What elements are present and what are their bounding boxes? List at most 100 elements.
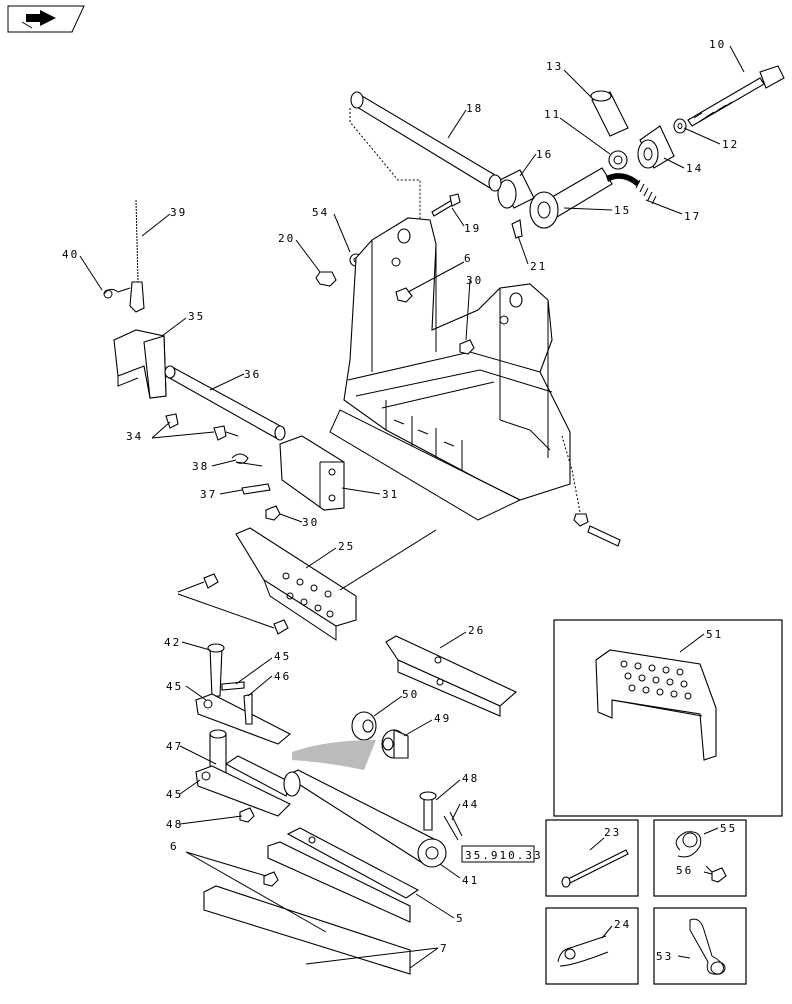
callout-21: 21 — [530, 260, 547, 273]
callout-48-a: 48 — [462, 772, 479, 785]
nut-11 — [608, 150, 628, 170]
callout-30-lower: 30 — [302, 516, 319, 529]
plate-5 — [286, 827, 420, 899]
bushing-49 — [381, 729, 409, 759]
callout-35: 35 — [188, 310, 205, 323]
callout-46: 46 — [274, 670, 291, 683]
arrow-back-icon — [21, 10, 56, 29]
screw-46 — [243, 693, 253, 725]
inset-box-53 — [653, 907, 747, 985]
pin-48-upper — [419, 791, 437, 831]
callout-19: 19 — [464, 222, 481, 235]
bushing-14 — [637, 125, 675, 169]
callout-38: 38 — [192, 460, 209, 473]
callout-48-b: 48 — [166, 818, 183, 831]
callout-45-c: 45 — [166, 788, 183, 801]
callout-13: 13 — [546, 60, 563, 73]
callout-5: 5 — [456, 912, 465, 925]
callout-51: 51 — [706, 628, 723, 641]
nut-20 — [315, 271, 337, 287]
callout-15: 15 — [614, 204, 631, 217]
inset-box-51 — [553, 619, 783, 817]
pivot-pin-15 — [529, 167, 613, 229]
callout-55: 55 — [720, 822, 737, 835]
callout-12: 12 — [722, 138, 739, 151]
sleeve-13 — [590, 90, 629, 137]
back-nav-button[interactable] — [7, 5, 85, 33]
callout-40: 40 — [62, 248, 79, 261]
bolts-34 — [165, 413, 239, 441]
callout-39: 39 — [170, 206, 187, 219]
callout-37: 37 — [200, 488, 217, 501]
callout-17: 17 — [684, 210, 701, 223]
callout-42: 42 — [164, 636, 181, 649]
bushing-16 — [497, 169, 535, 209]
nut-30-lower — [265, 505, 281, 521]
inset-box-55-56 — [653, 819, 747, 897]
plate-7 — [203, 885, 411, 975]
bolts-arm — [177, 573, 289, 635]
callout-53: 53 — [656, 950, 673, 963]
bolt-lower-frame — [561, 435, 621, 547]
pin-37 — [241, 483, 271, 495]
callout-16: 16 — [536, 148, 553, 161]
inset-box-24 — [545, 907, 639, 985]
callout-44: 44 — [462, 798, 479, 811]
callout-20: 20 — [278, 232, 295, 245]
leader-arm — [339, 529, 437, 591]
plate-26 — [385, 635, 517, 717]
callout-41: 41 — [462, 874, 479, 887]
callout-11: 11 — [544, 108, 561, 121]
nut-30-upper — [459, 339, 475, 355]
bolt-10 — [687, 65, 785, 127]
callout-30-upper: 30 — [466, 274, 483, 287]
clip-40 — [103, 287, 131, 299]
tube-36 — [164, 365, 286, 441]
callout-50: 50 — [402, 688, 419, 701]
block-31 — [279, 435, 345, 511]
reference-link[interactable] — [461, 845, 535, 863]
screw-21 — [511, 219, 523, 239]
callout-54: 54 — [312, 206, 329, 219]
callout-25: 25 — [338, 540, 355, 553]
reference-label[interactable]: 35.910.33 — [465, 849, 543, 862]
leader-lines — [79, 45, 745, 969]
callout-36: 36 — [244, 368, 261, 381]
chain-39 — [129, 199, 145, 313]
bracket-35 — [113, 329, 167, 399]
frame-base-plate — [329, 409, 522, 521]
callout-6-lower: 6 — [170, 840, 179, 853]
nut-48-lower — [239, 807, 255, 823]
callout-45-b: 45 — [166, 680, 183, 693]
pin-45-small — [221, 681, 245, 691]
callout-18: 18 — [466, 102, 483, 115]
callout-56: 56 — [676, 864, 693, 877]
arm-25 — [235, 527, 357, 641]
clip-38 — [231, 453, 263, 467]
washer-12 — [673, 118, 687, 134]
cylinder-41 — [224, 755, 447, 868]
callout-47: 47 — [166, 740, 183, 753]
inset-box-23 — [545, 819, 639, 897]
callout-26: 26 — [468, 624, 485, 637]
spring-pin-17 — [606, 173, 657, 205]
callout-7: 7 — [440, 942, 449, 955]
callout-49: 49 — [434, 712, 451, 725]
bracket-45-upper — [195, 693, 291, 745]
callout-10: 10 — [709, 38, 726, 51]
bracket-45-lower — [195, 765, 291, 817]
pin-42 — [207, 643, 225, 697]
shaded-area — [292, 740, 376, 770]
callout-14: 14 — [686, 162, 703, 175]
clip-44 — [443, 811, 463, 841]
bushing-50 — [351, 711, 377, 741]
bolt-19 — [431, 193, 461, 217]
callout-45-a: 45 — [274, 650, 291, 663]
callout-6-upper: 6 — [464, 252, 473, 265]
callout-24: 24 — [614, 918, 631, 931]
callout-23: 23 — [604, 826, 621, 839]
callout-34: 34 — [126, 430, 143, 443]
callout-31: 31 — [382, 488, 399, 501]
tube-18 — [349, 91, 502, 234]
